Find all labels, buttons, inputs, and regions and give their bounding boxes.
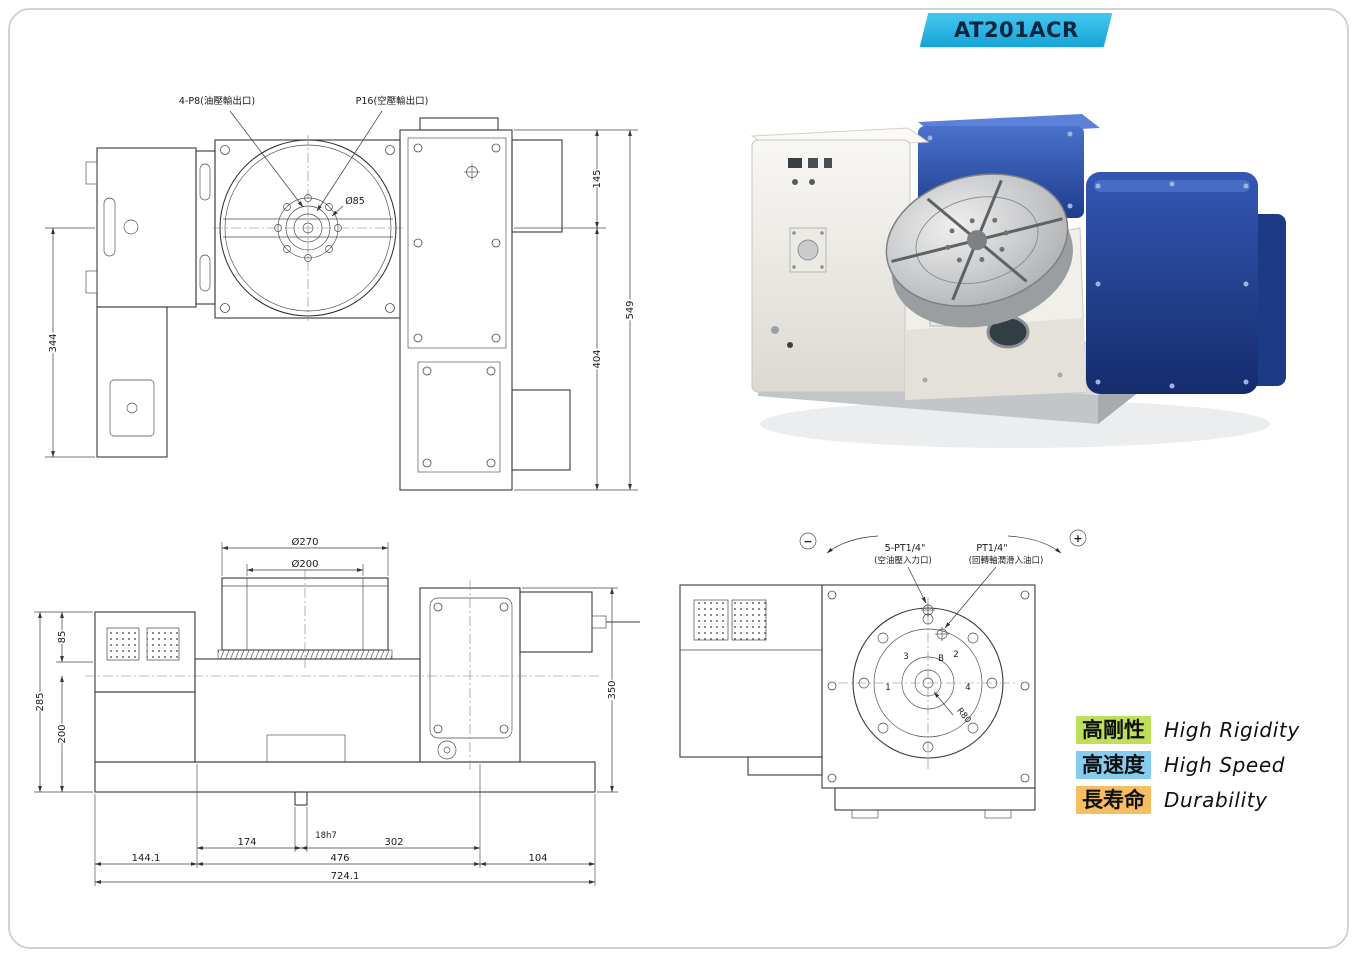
top-view-drawing: 4-P8(油壓輸出口) P16(空壓輸出口) Ø85 145 404 549 3… (45, 95, 638, 491)
feature-zh-high-speed: 高速度 (1076, 751, 1151, 779)
label-pneumatic-port: P16(空壓輸出口) (356, 95, 429, 107)
hole-number-1: 1 (885, 683, 890, 693)
dim-145: 145 (592, 169, 603, 188)
top-view-left-bracket (85, 147, 216, 458)
top-view-table-body (213, 135, 403, 321)
hole-number-4: 4 (965, 683, 970, 693)
port-target-2 (935, 627, 949, 641)
machine-right-blue-cover (1086, 172, 1258, 394)
tenon-18h7 (294, 791, 308, 806)
model-badge-text: AT201ACR (953, 18, 1079, 42)
dim-724-1: 724.1 (331, 871, 360, 882)
dim-404: 404 (592, 349, 603, 368)
model-badge: AT201ACR (919, 13, 1113, 47)
dim-549: 549 (625, 300, 636, 319)
dim-85: 85 (57, 631, 68, 644)
label-pt-port: PT1/4" (976, 543, 1007, 554)
feature-en-high-speed: High Speed (1164, 753, 1286, 777)
rear-view-annotations: − + 5-PT1/4" (空油壓入力口) PT1/4" (回轉軸潤滑入油口) … (799, 529, 1087, 725)
dim-174: 174 (237, 837, 256, 848)
feature-en-durability: Durability (1164, 788, 1268, 812)
label-5pt-port-sub: (空油壓入力口) (874, 555, 932, 566)
cw-arrow (1007, 535, 1062, 554)
feature-en-high-rigidity: High Rigidity (1164, 718, 1300, 742)
rear-view-drawing: − + 5-PT1/4" (空油壓入力口) PT1/4" (回轉軸潤滑入油口) … (679, 529, 1087, 819)
dim-344: 344 (48, 333, 59, 352)
feature-durability: 長寿命 Durability (1076, 786, 1300, 814)
top-view-right-housing (399, 117, 571, 491)
feature-zh-durability: 長寿命 (1076, 786, 1151, 814)
hole-number-3: 3 (903, 652, 908, 662)
dim-104: 104 (528, 853, 547, 864)
dia-270-label: Ø270 (292, 536, 319, 548)
target-mark-icon (464, 164, 480, 180)
dim-285: 285 (35, 692, 46, 711)
rear-base (834, 787, 1036, 811)
front-view-dimensions: Ø270 Ø200 85 200 285 350 18h7 (34, 535, 620, 886)
dia-200-label: Ø200 (292, 558, 319, 570)
label-5pt-port: 5-PT1/4" (885, 543, 926, 554)
label-hydraulic-ports: 4-P8(油壓輸出口) (179, 95, 255, 107)
dim-144-1: 144.1 (132, 853, 161, 864)
feature-high-rigidity: 高剛性 High Rigidity (1076, 716, 1300, 744)
plus-rotation-symbol: + (1073, 532, 1082, 545)
connector (788, 158, 802, 168)
dia-85-label: Ø85 (345, 196, 365, 207)
dim-350: 350 (607, 680, 618, 699)
rear-view-body (679, 584, 1036, 819)
machine-white-body (750, 127, 930, 393)
dim-476: 476 (330, 853, 349, 864)
photo-shadow (760, 400, 1270, 448)
feature-list: 高剛性 High Rigidity 高速度 High Speed 長寿命 Dur… (1076, 716, 1300, 814)
label-pt-port-sub: (回轉軸潤滑入油口) (969, 555, 1044, 566)
feature-zh-high-rigidity: 高剛性 (1076, 716, 1151, 744)
dim-200: 200 (57, 724, 68, 743)
hole-number-2: 2 (953, 650, 958, 660)
bolt-holes (274, 194, 342, 262)
port-target-1 (921, 603, 935, 617)
base-plate (94, 761, 596, 793)
product-photo (750, 114, 1286, 448)
top-view-dimensions: 4-P8(油壓輸出口) P16(空壓輸出口) Ø85 145 404 549 3… (45, 95, 638, 491)
minus-rotation-symbol: − (803, 535, 812, 548)
rear-bolt-holes (858, 613, 998, 753)
machine-faceplate (885, 173, 1073, 328)
front-view-drawing: Ø270 Ø200 85 200 285 350 18h7 (34, 535, 640, 886)
hole-letter-b: B (938, 654, 944, 664)
dim-18h7: 18h7 (315, 831, 337, 841)
radius-r80-label: R80 (954, 706, 972, 725)
dim-302: 302 (384, 837, 403, 848)
front-view-body (85, 570, 640, 806)
feature-high-speed: 高速度 High Speed (1076, 751, 1300, 779)
ccw-arrow (826, 535, 879, 554)
